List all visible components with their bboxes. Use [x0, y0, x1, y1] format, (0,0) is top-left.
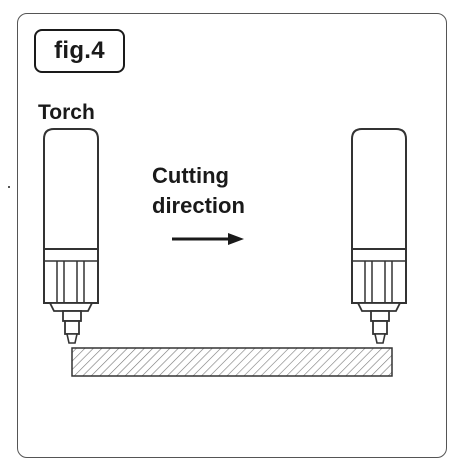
cutting-direction-line2: direction: [152, 193, 245, 218]
workpiece-plate: [71, 347, 393, 377]
right-arrow-icon: [172, 233, 244, 245]
cutting-direction-line1: Cutting: [152, 163, 229, 188]
cutting-direction-label: Cutting direction: [152, 161, 245, 221]
figure-label: fig.4: [34, 29, 125, 73]
torch-label: Torch: [38, 101, 95, 124]
plasma-torch-icon: [43, 128, 99, 344]
stray-mark: [8, 186, 10, 188]
plasma-torch-icon: [351, 128, 407, 344]
